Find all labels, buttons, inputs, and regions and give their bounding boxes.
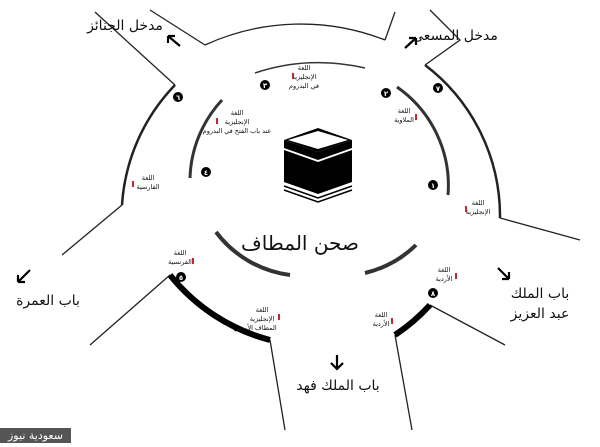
gate-king-abdulaziz-line1: باب الملك [511, 286, 569, 302]
wall-masaa-right [424, 9, 462, 66]
outer-arc-top [204, 23, 386, 46]
pin-icon [132, 181, 134, 187]
label-4-line2: الإنجليزية [225, 118, 250, 126]
label-1-line2: الإنجليزية [466, 208, 491, 216]
thick-arc-left [167, 273, 271, 343]
watermark: سعودية نيوز [0, 428, 71, 443]
inner-arc-bottom-left [214, 230, 291, 277]
inner-arcs [188, 61, 450, 277]
label-ground-line1: اللغة [256, 306, 269, 314]
label-6-line1: اللغة [142, 174, 155, 182]
badge-2: ٢ [384, 90, 389, 98]
arrow-janaiz-icon [166, 34, 181, 47]
thick-arc-right [393, 302, 433, 338]
badge-4: ٤ [204, 169, 208, 177]
kaaba-icon [283, 128, 353, 203]
label-4-line3: عند باب الفتح في البدروم [203, 127, 272, 135]
arrow-masaa-icon [404, 36, 418, 49]
badge-8: ٨ [431, 290, 436, 298]
label-3-line3: في البدروم [289, 82, 319, 90]
wall-masaa-left [384, 11, 396, 41]
pin-icon [465, 206, 467, 212]
number-badges: ١ ٢ ٣ ٤ ٥ ٦ ٧ ٨ [173, 80, 443, 298]
outer-walls [61, 9, 581, 431]
badge-7: ٧ [436, 85, 441, 93]
gate-umrah: باب العمرة [16, 293, 80, 309]
label-6-line2: الفارسية [136, 183, 159, 191]
arrow-umrah-icon [16, 269, 31, 284]
wall-right [499, 217, 581, 241]
pin-icon [292, 73, 294, 79]
inner-arc-left [188, 98, 224, 179]
language-labels: اللغة الإنجليزية في البدروم اللغة الإنجل… [132, 64, 490, 332]
gate-janaiz: مدخل الجنائز [86, 18, 163, 34]
arrow-abdulaziz-icon [497, 267, 511, 281]
label-5-line2: الفرنسية [168, 258, 192, 266]
pin-icon [278, 314, 280, 320]
label-1-line1: اللغة [472, 199, 485, 207]
label-4-line1: اللغة [231, 109, 244, 117]
outer-arc-right [424, 64, 502, 219]
label-urdu2-line1: اللغة [375, 311, 388, 319]
wall-janaiz-left [94, 11, 176, 86]
label-8-line2: الأردية [436, 274, 453, 283]
label-3-line2: الإنجليزية [292, 73, 317, 81]
outer-arc-left [120, 84, 176, 206]
badge-1: ١ [431, 182, 435, 190]
wall-umrah [61, 204, 123, 256]
wall-fahd-right [394, 334, 413, 431]
gate-king-fahd: باب الملك فهد [296, 378, 379, 394]
label-5-line1: اللغة [174, 249, 187, 257]
arrow-fahd-icon [330, 355, 344, 371]
badge-3: ٣ [263, 82, 268, 90]
wall-fahd-left [269, 339, 286, 431]
label-urdu2-line2: الأردية [373, 319, 390, 328]
inner-arc-top [254, 61, 366, 74]
gate-king-abdulaziz-line2: عبد العزيز [510, 306, 570, 322]
gate-masaa: مدخل المسعى [412, 28, 498, 44]
inner-arc-right [396, 85, 450, 196]
badge-6: ٦ [176, 94, 181, 102]
wall-abdulaziz [429, 304, 506, 346]
label-2-line1: اللغة [398, 107, 411, 115]
courtyard-title: صحن المطاف [241, 231, 359, 255]
arrows [16, 34, 511, 371]
pin-icon [391, 318, 393, 324]
label-2-line2: الملاوية [394, 116, 414, 124]
pin-icon [192, 258, 194, 264]
label-8-line1: اللغة [438, 266, 451, 274]
wall-janaiz-right [149, 9, 206, 46]
badge-5: ٥ [179, 274, 183, 282]
wall-bottom-left [89, 274, 171, 346]
pin-icon [415, 114, 417, 120]
inner-arc-bottom-right [364, 243, 418, 275]
label-ground-line2: الإنجليزية [250, 315, 275, 323]
pin-icon [216, 118, 218, 124]
label-3-line1: اللغة [298, 64, 311, 72]
pin-icon [455, 273, 457, 279]
label-ground-line3: المطاف الأرضي [233, 323, 276, 332]
